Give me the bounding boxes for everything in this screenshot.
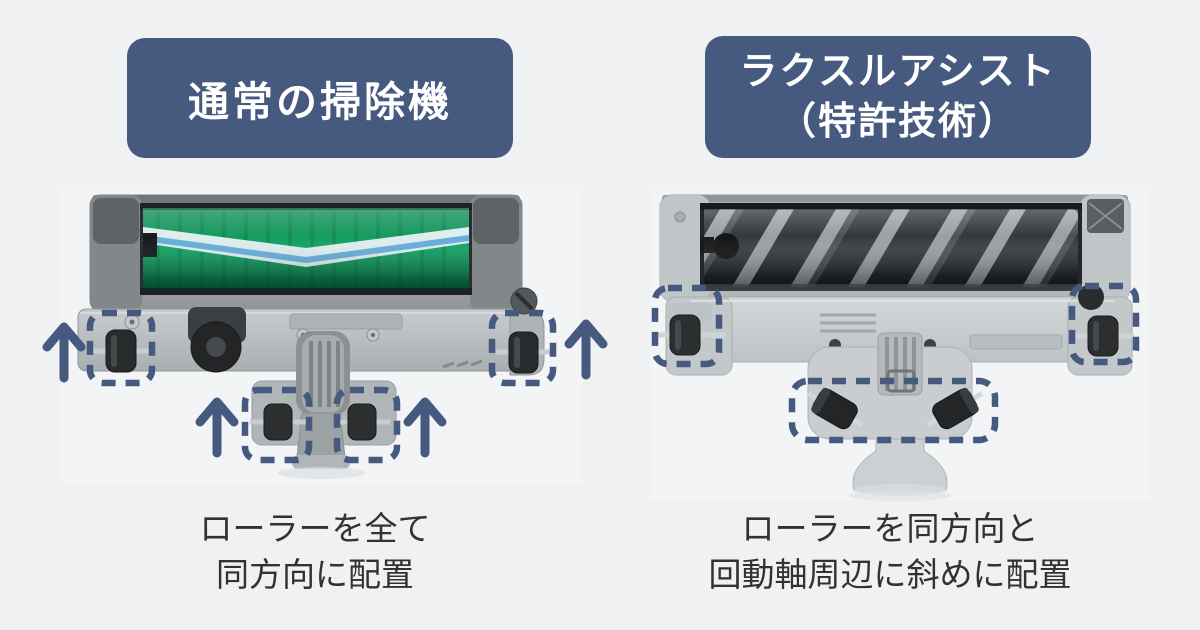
green-brush-roller bbox=[142, 208, 470, 290]
diagonal-rollers-highlight-box bbox=[788, 377, 999, 444]
normal-vacuum-photo bbox=[42, 185, 608, 483]
spiral-brush-roller bbox=[700, 209, 1078, 287]
diagonal-roller-right bbox=[926, 387, 984, 430]
roller-highlight-box bbox=[333, 386, 401, 464]
up-arrow-icon bbox=[403, 397, 447, 458]
embossed-label-strip bbox=[969, 334, 1063, 350]
screw bbox=[674, 211, 686, 223]
caption-line: 同方向に配置 bbox=[216, 556, 414, 594]
left-end-cap bbox=[660, 195, 710, 301]
air-vents bbox=[820, 313, 876, 333]
roller-highlight-box bbox=[1068, 282, 1140, 366]
roller-highlight-box bbox=[241, 386, 313, 464]
center-right-roller bbox=[334, 403, 390, 441]
normal-vacuum-title-badge: 通常の掃除機 bbox=[127, 38, 513, 158]
normal-vacuum-figure bbox=[40, 185, 620, 485]
rakuru-assist-figure bbox=[640, 185, 1160, 505]
brush-housing bbox=[659, 194, 1131, 302]
diagonal-roller-left bbox=[806, 387, 864, 430]
caption-line: ローラーを全て bbox=[199, 510, 431, 547]
annotations bbox=[651, 282, 1140, 444]
annotations bbox=[42, 309, 608, 464]
left-edge-roller bbox=[92, 329, 152, 373]
swivel-assembly bbox=[806, 332, 984, 501]
hinge-ribs bbox=[885, 337, 916, 391]
caption-line: ローラーを同方向と bbox=[741, 510, 1039, 547]
cap-insert bbox=[1087, 199, 1124, 233]
left-edge-roller bbox=[658, 303, 726, 356]
rakuru-assist-title-badge: ラクスルアシスト （特許技術） bbox=[705, 36, 1091, 158]
hinge-ribs bbox=[309, 341, 340, 407]
badge-text-line: （特許技術） bbox=[777, 101, 1018, 143]
stem-foot bbox=[292, 455, 350, 469]
right-edge-roller bbox=[496, 331, 552, 374]
roller-highlight-box bbox=[86, 309, 156, 387]
plate-recess bbox=[289, 313, 403, 330]
caption-line: 回動軸周辺に斜めに配置 bbox=[708, 556, 1072, 594]
adjustment-knob bbox=[510, 287, 538, 315]
badge-text: 通常の掃除機 bbox=[188, 79, 452, 125]
air-vents bbox=[442, 359, 483, 369]
roller-highlight-box bbox=[488, 309, 557, 387]
rakuru-assist-photo bbox=[650, 185, 1150, 501]
up-arrow-icon bbox=[195, 397, 239, 458]
up-arrow-icon bbox=[42, 322, 86, 383]
rear-knob bbox=[1078, 284, 1104, 310]
center-left-roller bbox=[250, 403, 306, 441]
rakuru-assist-caption: ローラーを同方向と 回動軸周辺に斜めに配置 bbox=[660, 506, 1120, 598]
roller-highlight-box bbox=[651, 284, 723, 368]
up-arrow-icon bbox=[564, 319, 608, 380]
brush-housing bbox=[89, 194, 523, 312]
right-edge-roller bbox=[1076, 315, 1134, 357]
normal-vacuum-caption: ローラーを全て 同方向に配置 bbox=[95, 506, 535, 598]
caster-wheel bbox=[188, 307, 246, 373]
badge-text-line: ラクスルアシスト bbox=[739, 50, 1057, 93]
